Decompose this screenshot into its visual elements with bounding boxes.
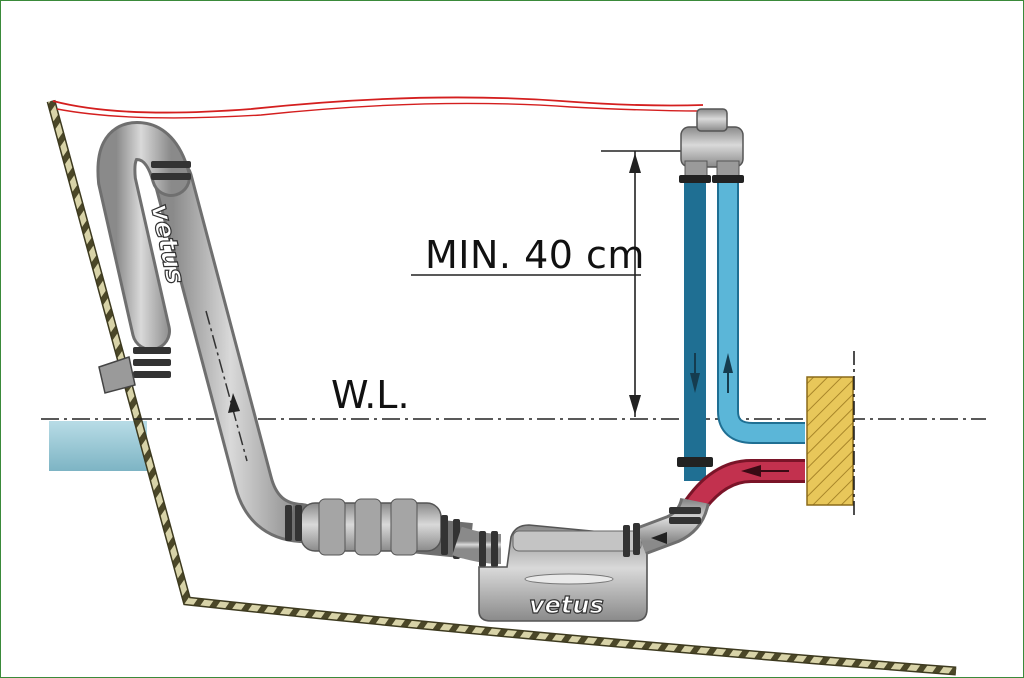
- vent-line: [52, 96, 704, 114]
- flow-arrow-down-icon: [690, 373, 700, 393]
- flow-arrow-left-icon: [651, 532, 667, 544]
- flow-arrow-up-icon: [228, 393, 240, 413]
- flow-arrow-up-icon: [723, 353, 733, 373]
- arrow-down-icon: [629, 395, 641, 415]
- hose-clamp: [479, 531, 498, 567]
- transom-block: [806, 376, 854, 506]
- blue-hose-right: [717, 176, 805, 444]
- hose-clamp: [679, 175, 711, 183]
- hose-clamp: [669, 507, 701, 524]
- min-height-label: MIN. 40 cm: [425, 233, 645, 277]
- sea-water: [49, 421, 147, 471]
- waterline-label: W.L.: [331, 373, 410, 417]
- flow-arrow-left-icon: [741, 465, 761, 477]
- hose-clamp: [623, 523, 640, 557]
- hose-clamp: [677, 457, 713, 467]
- hose-clamp: [133, 347, 171, 378]
- hull-inner: [48, 100, 957, 674]
- hose-clamp: [712, 175, 744, 183]
- hose-clamp: [285, 505, 302, 541]
- brand-logo-waterlock: vetus: [529, 591, 604, 619]
- hull-outlet: [98, 356, 136, 394]
- hose-clamp: [151, 161, 191, 180]
- arrow-up-icon: [629, 153, 641, 173]
